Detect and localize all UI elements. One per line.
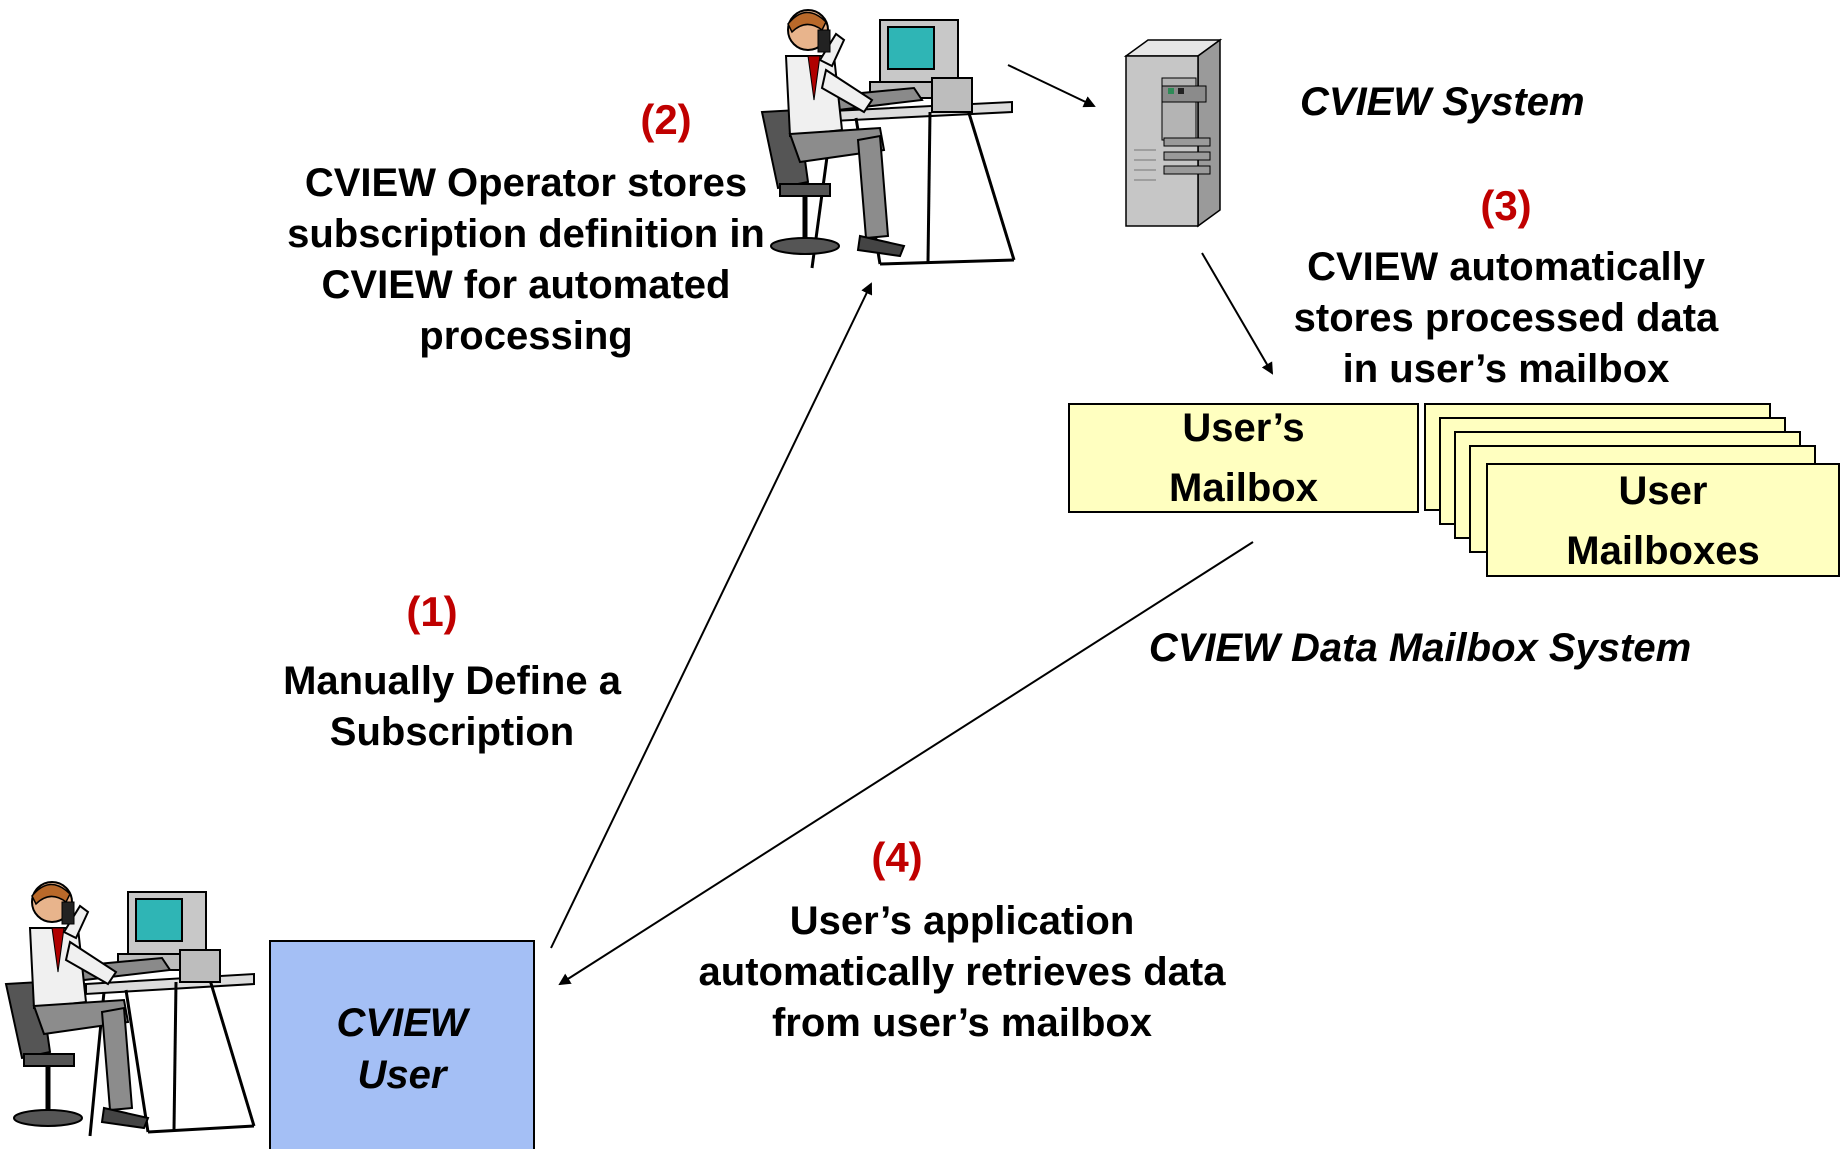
users-mailbox-box xyxy=(1068,403,1419,513)
step-2-description: CVIEW Operator stores subscription defin… xyxy=(256,158,796,362)
user-at-computer-icon xyxy=(4,881,256,1137)
cview-data-mailbox-system-label: CVIEW Data Mailbox System xyxy=(1148,626,1692,670)
cview-user-line-1: CVIEW xyxy=(336,1001,468,1045)
step-2-line-1: CVIEW Operator stores xyxy=(304,161,748,205)
arrow-user-to-operator xyxy=(550,282,873,949)
users-mailbox-line-1: User’s xyxy=(1182,406,1305,450)
user-mailboxes-line-2: Mailboxes xyxy=(1566,529,1760,573)
step-3-line-2: stores processed data xyxy=(1293,296,1719,340)
step-3-line-3: in user’s mailbox xyxy=(1342,347,1670,391)
step-1-description: Manually Define a Subscription xyxy=(252,656,652,758)
step-2-line-3: CVIEW for automated xyxy=(321,263,731,307)
server-tower-icon xyxy=(1123,38,1223,228)
step-3-number: (3) xyxy=(1480,182,1532,229)
step-2-line-4: processing xyxy=(419,314,633,358)
cview-user-label: CVIEW User xyxy=(270,997,534,1101)
users-mailbox-label: User’s Mailbox xyxy=(1069,398,1418,518)
arrow-operator-to-system xyxy=(1007,64,1096,108)
cview-user-box xyxy=(269,940,535,1149)
step-1-number: (1) xyxy=(406,588,458,635)
step-4-number: (4) xyxy=(871,834,923,881)
step-4-line-2: automatically retrieves data xyxy=(698,950,1226,994)
user-mailboxes-box xyxy=(1486,463,1840,577)
arrow-mailbox-to-user xyxy=(558,541,1254,986)
users-mailbox-line-2: Mailbox xyxy=(1169,466,1318,510)
step-2-number: (2) xyxy=(640,96,692,143)
step-4-line-3: from user’s mailbox xyxy=(771,1001,1153,1045)
step-2-line-2: subscription definition in xyxy=(287,212,765,256)
operator-at-computer-icon xyxy=(760,9,1016,269)
cview-user-line-2: User xyxy=(357,1053,447,1097)
user-mailboxes-label: User Mailboxes xyxy=(1487,461,1839,581)
step-4-line-1: User’s application xyxy=(789,899,1135,943)
user-mailboxes-line-1: User xyxy=(1618,469,1708,513)
step-3-line-1: CVIEW automatically xyxy=(1307,245,1705,289)
step-1-line-2: Subscription xyxy=(329,710,575,754)
arrow-system-to-mailbox xyxy=(1201,252,1274,375)
cview-system-label: CVIEW System xyxy=(1300,80,1585,124)
step-4-description: User’s application automatically retriev… xyxy=(662,896,1262,1049)
step-3-description: CVIEW automatically stores processed dat… xyxy=(1256,242,1756,395)
user-mailboxes-stack xyxy=(1424,403,1840,577)
step-1-line-1: Manually Define a xyxy=(283,659,621,703)
